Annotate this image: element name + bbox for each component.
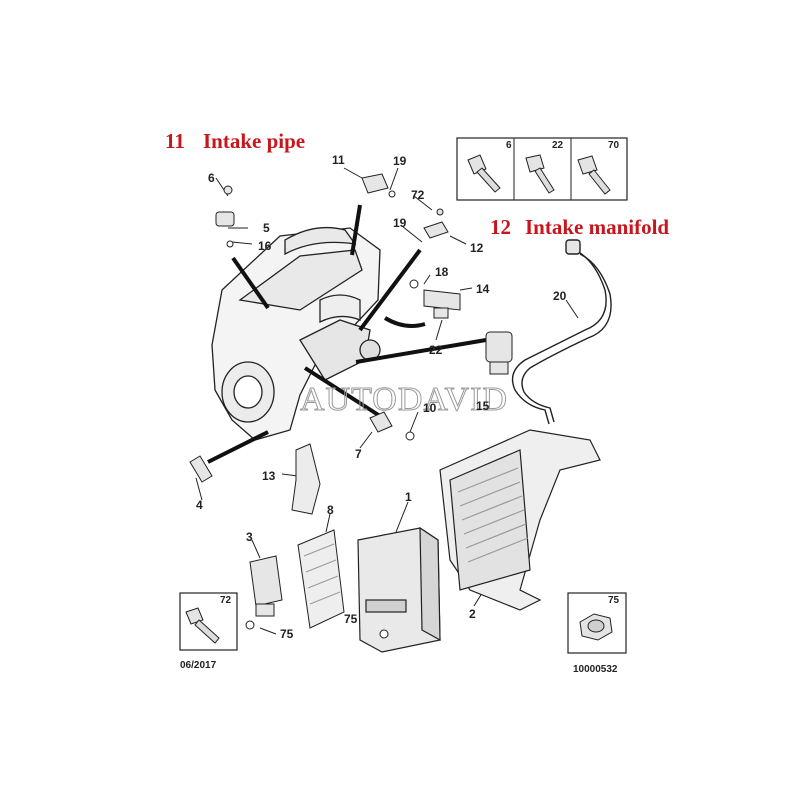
fastener-label-75: 75 xyxy=(608,595,620,606)
fastener-box-bottom-right: 75 xyxy=(567,592,627,654)
bracket-2 xyxy=(439,429,601,611)
callout-12: 12 xyxy=(470,241,484,255)
callout-19-top: 19 xyxy=(393,154,407,168)
fastener-box-top: 6 22 70 xyxy=(456,137,628,201)
bolt-72-icon xyxy=(185,607,220,644)
callout-14: 14 xyxy=(476,282,490,296)
callout-7: 7 xyxy=(355,447,362,461)
intake-manifold-label: Intake manifold xyxy=(525,215,669,239)
callout-1: 1 xyxy=(405,490,412,504)
fastener-label-22: 22 xyxy=(552,140,564,151)
callout-10: 10 xyxy=(423,401,437,415)
callout-5: 5 xyxy=(263,221,270,235)
callout-2: 2 xyxy=(469,607,476,621)
callout-22: 22 xyxy=(429,343,443,357)
callout-3: 3 xyxy=(246,530,253,544)
bolt-70-icon xyxy=(577,155,611,195)
callout-72: 72 xyxy=(411,188,425,202)
fastener-label-72: 72 xyxy=(220,595,232,606)
callout-6: 6 xyxy=(208,171,215,185)
callout-16: 16 xyxy=(258,239,272,253)
fastener-box-bottom-left: 72 xyxy=(179,592,238,651)
sensor-11 xyxy=(361,173,396,198)
part-3 xyxy=(249,555,283,617)
engine-block xyxy=(211,226,381,441)
intake-manifold-number: 12 xyxy=(490,215,511,239)
washer-75b-icon xyxy=(379,629,389,639)
sensor-15 xyxy=(485,331,513,375)
sensor-6 xyxy=(215,185,235,248)
callout-4: 4 xyxy=(196,498,203,512)
callout-8: 8 xyxy=(327,503,334,517)
nut-75-icon xyxy=(579,613,613,641)
hose-20 xyxy=(511,239,612,425)
intake-pipe-number: 11 xyxy=(165,129,185,153)
leader-lines-thin xyxy=(195,167,579,635)
fastener-label-70: 70 xyxy=(608,140,620,151)
callout-75-mid: 75 xyxy=(344,612,358,626)
callout-19-mid: 19 xyxy=(393,216,407,230)
callout-11: 11 xyxy=(332,153,345,167)
washer-75a-icon xyxy=(245,620,255,630)
callout-20: 20 xyxy=(553,289,567,303)
ecu-1 xyxy=(357,526,441,653)
callout-18: 18 xyxy=(435,265,449,279)
sensor-4 xyxy=(189,455,213,483)
callout-15: 15 xyxy=(476,399,490,413)
sensor-12 xyxy=(423,208,449,239)
watermark: AUTODAVID xyxy=(300,381,508,418)
date-code: 06/2017 xyxy=(180,660,217,671)
bracket-8 xyxy=(297,529,345,629)
callout-75-left: 75 xyxy=(280,627,294,641)
callout-13: 13 xyxy=(262,469,276,483)
bracket-13 xyxy=(291,443,321,515)
valve-14 xyxy=(409,279,461,319)
bolt-6-icon xyxy=(467,154,501,193)
leader-lines-bold xyxy=(207,204,487,464)
bolt-22-icon xyxy=(525,154,555,194)
sensor-7 xyxy=(369,411,415,441)
intake-pipe-label: Intake pipe xyxy=(203,129,305,153)
fastener-label-6: 6 xyxy=(506,140,512,151)
drawing-number: 10000532 xyxy=(573,664,618,675)
